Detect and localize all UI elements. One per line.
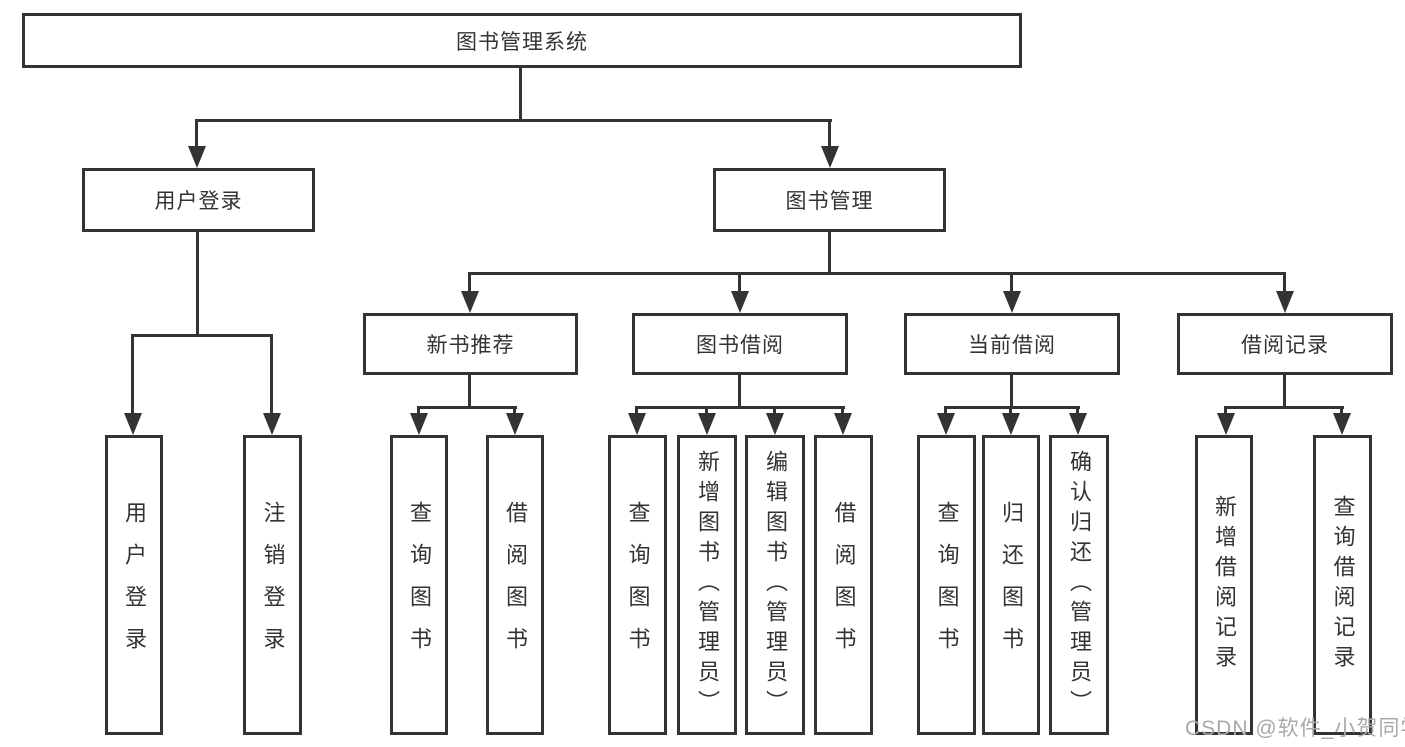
arrow-down-icon — [410, 406, 428, 435]
arrow-down-icon — [834, 406, 852, 435]
leaf-confirm-return-admin-label: 确认归还（管理员） — [1067, 450, 1092, 720]
connector-line — [828, 232, 831, 274]
leaf-return-books-label: 归还图书 — [999, 501, 1024, 669]
node-user-login: 用户登录 — [82, 168, 315, 232]
connector-line — [131, 334, 273, 337]
connector-line — [1283, 375, 1286, 408]
node-book-management: 图书管理 — [713, 168, 946, 232]
leaf-logout-label: 注销登录 — [260, 501, 286, 669]
leaf-add-books-admin-label: 新增图书（管理员） — [695, 450, 720, 720]
leaf-confirm-return-admin: 确认归还（管理员） — [1049, 435, 1109, 735]
leaf-add-borrow-record-label: 新增借阅记录 — [1212, 495, 1237, 675]
leaf-borrow-books-recommend: 借阅图书 — [486, 435, 544, 735]
leaf-logout: 注销登录 — [243, 435, 302, 735]
connector-line — [196, 119, 832, 122]
leaf-query-borrow-record: 查询借阅记录 — [1313, 435, 1372, 735]
leaf-borrow-books-label: 借阅图书 — [831, 501, 857, 669]
arrow-down-icon — [1003, 272, 1021, 313]
leaf-query-books-recommend: 查询图书 — [390, 435, 448, 735]
node-root-label: 图书管理系统 — [456, 30, 588, 54]
arrow-down-icon — [821, 119, 839, 168]
arrow-down-icon — [506, 406, 524, 435]
arrow-down-icon — [1069, 406, 1087, 435]
connector-line — [468, 272, 1286, 275]
leaf-query-books-borrow-label: 查询图书 — [625, 501, 651, 669]
leaf-edit-books-admin: 编辑图书（管理员） — [745, 435, 805, 735]
leaf-edit-books-admin-label: 编辑图书（管理员） — [763, 450, 788, 720]
node-book-borrowing: 图书借阅 — [632, 313, 848, 375]
connector-line — [1010, 375, 1013, 408]
connector-line — [738, 375, 741, 408]
leaf-query-books-current-label: 查询图书 — [934, 501, 960, 669]
leaf-user-login-label: 用户登录 — [122, 501, 147, 669]
leaf-borrow-books: 借阅图书 — [814, 435, 873, 735]
arrow-down-icon — [731, 272, 749, 313]
node-book-borrowing-label: 图书借阅 — [696, 334, 784, 357]
leaf-query-books-borrow: 查询图书 — [608, 435, 667, 735]
node-root: 图书管理系统 — [22, 13, 1022, 68]
arrow-down-icon — [937, 406, 955, 435]
csdn-watermark: CSDN @软件_小贺同学 — [1185, 717, 1405, 740]
connector-line — [635, 406, 845, 409]
arrow-down-icon — [1217, 406, 1235, 435]
arrow-down-icon — [1333, 406, 1351, 435]
connector-line — [417, 406, 517, 409]
arrow-down-icon — [1002, 406, 1020, 435]
node-borrowing-records-label: 借阅记录 — [1241, 334, 1329, 357]
leaf-add-books-admin: 新增图书（管理员） — [677, 435, 737, 735]
leaf-query-books-current: 查询图书 — [917, 435, 976, 735]
node-current-borrowing: 当前借阅 — [904, 313, 1120, 375]
connector-line — [468, 375, 471, 408]
arrow-down-icon — [263, 334, 281, 435]
connector-line — [196, 232, 199, 336]
arrow-down-icon — [1276, 272, 1294, 313]
leaf-add-borrow-record: 新增借阅记录 — [1195, 435, 1253, 735]
leaf-query-borrow-record-label: 查询借阅记录 — [1330, 495, 1356, 675]
connector-line — [1224, 406, 1344, 409]
arrow-down-icon — [628, 406, 646, 435]
leaf-user-login: 用户登录 — [105, 435, 163, 735]
node-new-book-recommend: 新书推荐 — [363, 313, 578, 375]
leaf-borrow-books-recommend-label: 借阅图书 — [503, 501, 528, 669]
arrow-down-icon — [698, 406, 716, 435]
leaf-query-books-recommend-label: 查询图书 — [407, 501, 432, 669]
arrow-down-icon — [188, 119, 206, 168]
arrow-down-icon — [766, 406, 784, 435]
arrow-down-icon — [461, 272, 479, 313]
node-user-login-label: 用户登录 — [154, 190, 243, 213]
connector-line — [944, 406, 1080, 409]
node-new-book-recommend-label: 新书推荐 — [426, 334, 515, 357]
arrow-down-icon — [124, 334, 142, 435]
node-book-management-label: 图书管理 — [785, 190, 874, 213]
node-borrowing-records: 借阅记录 — [1177, 313, 1393, 375]
node-current-borrowing-label: 当前借阅 — [968, 334, 1056, 357]
connector-line — [519, 68, 522, 121]
leaf-return-books: 归还图书 — [982, 435, 1040, 735]
